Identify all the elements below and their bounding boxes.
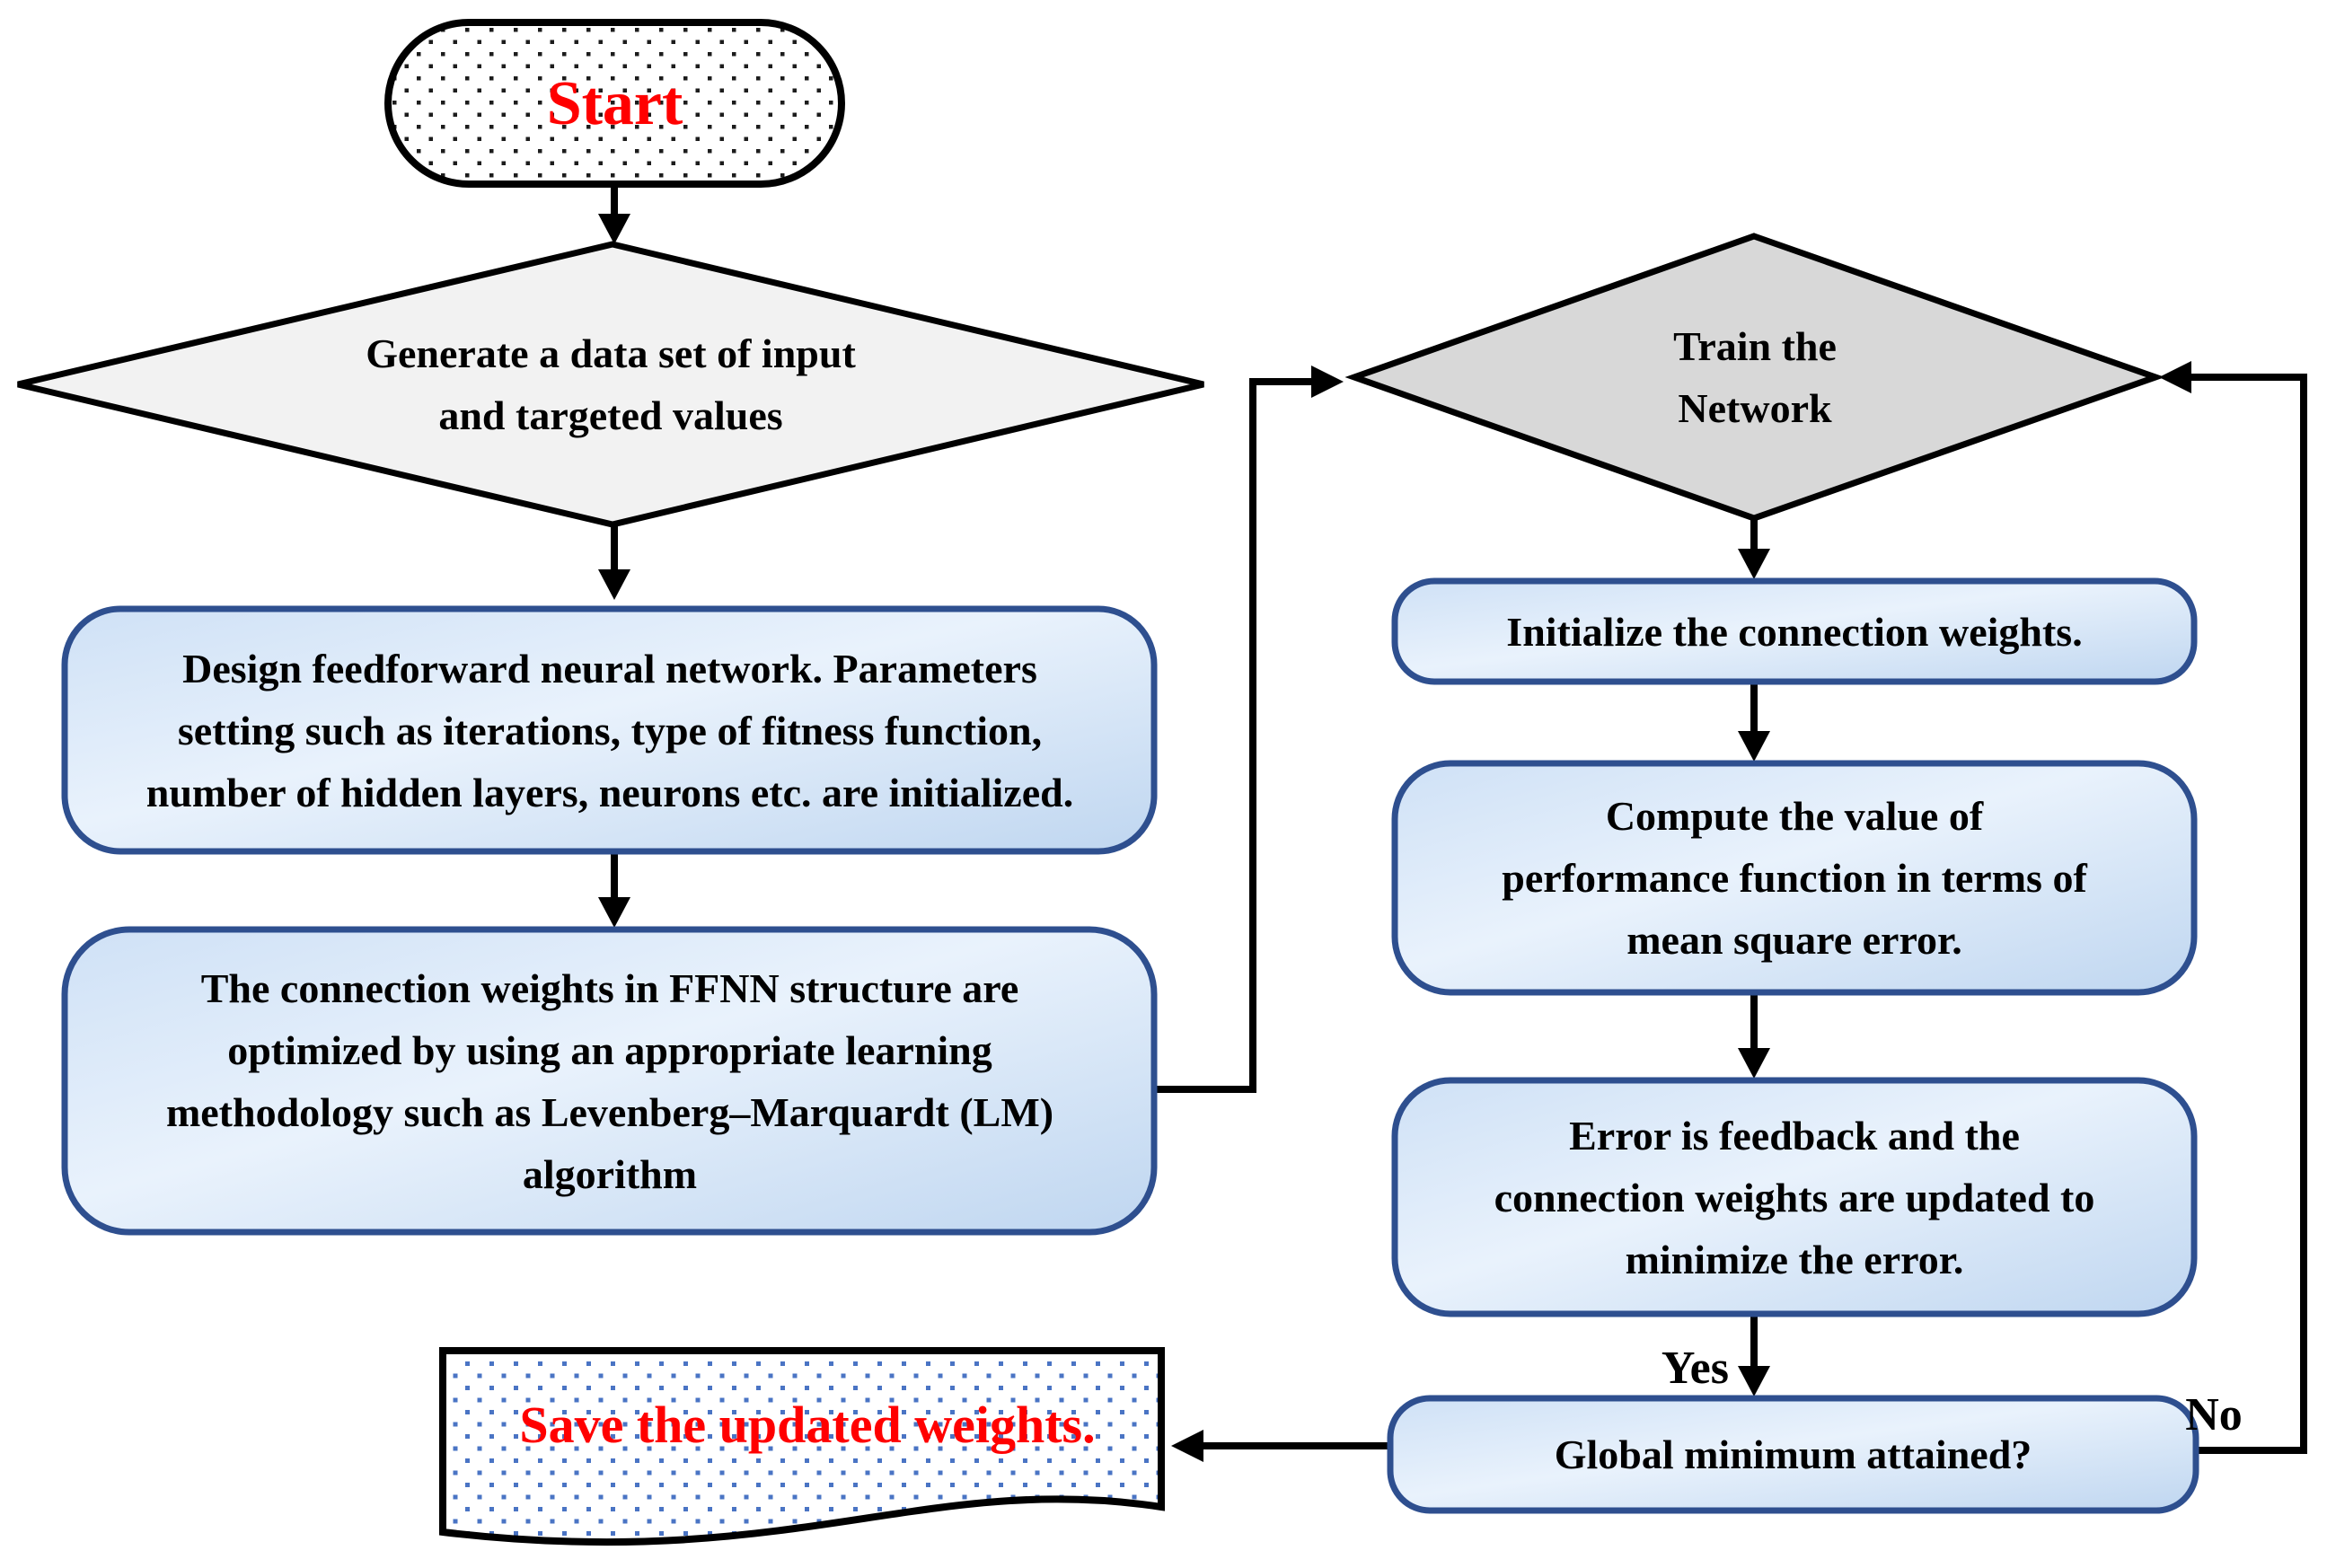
arrowhead-right-icon bbox=[1311, 366, 1344, 398]
edge-optimize-to-train bbox=[1154, 378, 1311, 1093]
arrowhead-down-icon bbox=[598, 897, 630, 928]
edge-global-no-loop bbox=[2191, 374, 2307, 1454]
train-network-diamond-shape bbox=[1344, 233, 2165, 522]
arrowhead-down-icon bbox=[1738, 1366, 1770, 1396]
generate-data-diamond-shape bbox=[17, 241, 1204, 528]
initialize-weights-process-shape bbox=[1391, 577, 2198, 685]
arrowhead-down-icon bbox=[598, 214, 630, 244]
start-terminator-shape bbox=[384, 19, 845, 188]
arrowhead-down-icon bbox=[1738, 549, 1770, 579]
arrowhead-left-icon bbox=[1171, 1430, 1203, 1462]
design-ffnn-process-shape bbox=[61, 605, 1158, 855]
optimize-weights-process-shape bbox=[61, 926, 1158, 1236]
global-minimum-process-shape bbox=[1387, 1395, 2199, 1514]
arrowhead-down-icon bbox=[1738, 731, 1770, 762]
arrowhead-down-icon bbox=[598, 569, 630, 600]
connector-lines bbox=[611, 184, 2307, 1454]
arrowheads bbox=[598, 214, 2191, 1462]
arrowhead-left-icon bbox=[2159, 361, 2191, 393]
arrowhead-down-icon bbox=[1738, 1048, 1770, 1079]
compute-performance-process-shape bbox=[1391, 760, 2198, 996]
save-weights-document-shape bbox=[439, 1347, 1165, 1546]
error-feedback-process-shape bbox=[1391, 1077, 2198, 1317]
